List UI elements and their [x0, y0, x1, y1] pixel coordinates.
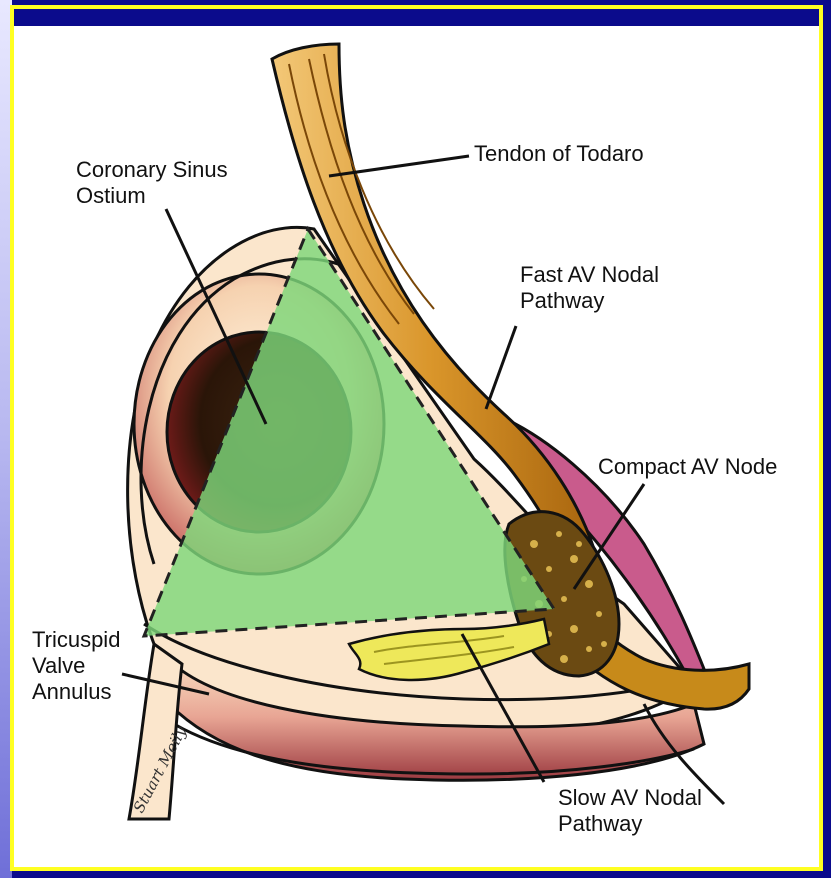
label-compact-av-node: Compact AV Node	[598, 454, 777, 480]
label-tricuspid-valve-annulus: Tricuspid Valve Annulus	[32, 627, 120, 705]
diagram-panel: Stuart Meily Tendon of Todaro Coronary S…	[10, 5, 823, 871]
label-tendon-of-todaro: Tendon of Todaro	[474, 141, 644, 167]
label-fast-av-nodal-pathway: Fast AV Nodal Pathway	[520, 262, 659, 314]
label-slow-av-nodal-pathway: Slow AV Nodal Pathway	[558, 785, 702, 837]
label-coronary-sinus-ostium: Coronary Sinus Ostium	[76, 157, 228, 209]
triangle-of-koch-diagram: Stuart Meily	[10, 5, 823, 871]
leader-fast-av-nodal-pathway	[486, 326, 516, 409]
